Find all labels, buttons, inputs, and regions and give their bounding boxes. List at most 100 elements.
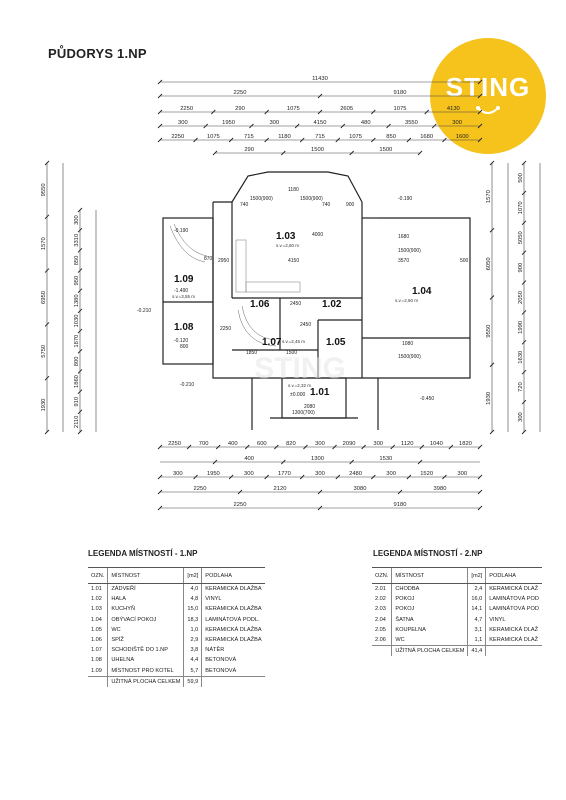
dimension-label: 3550 bbox=[405, 120, 418, 126]
dimension-label: 1950 bbox=[222, 120, 235, 126]
dimension-label: 3980 bbox=[434, 486, 447, 492]
dimension-tick bbox=[157, 137, 163, 143]
legend-cell-area: 1,1 bbox=[467, 634, 486, 646]
dimension-label: 1680 bbox=[420, 134, 433, 140]
legend-cell-floor: KERAMICKÁ DLAŽ bbox=[485, 624, 542, 635]
dimension-label: 11430 bbox=[312, 76, 328, 82]
dimension-tick bbox=[77, 429, 83, 435]
dimension-label: 910 bbox=[74, 397, 80, 407]
legend-cell-floor: LAMINÁTOVÁ POD bbox=[485, 604, 542, 615]
dimension-tick bbox=[317, 505, 323, 511]
dimension-ticks bbox=[44, 79, 527, 511]
dimension-tick bbox=[44, 160, 50, 166]
dimension-tick bbox=[349, 150, 354, 156]
dimension-label: 300 bbox=[244, 471, 254, 477]
dimension-tick bbox=[489, 295, 495, 300]
dimension-label: 1530 bbox=[379, 456, 392, 462]
dimension-label: 9180 bbox=[394, 502, 407, 508]
legend-cell-floor: VINYL bbox=[201, 594, 265, 605]
legend-cell-area: 4,4 bbox=[183, 655, 202, 666]
legend-cell-area: 18,3 bbox=[183, 614, 202, 625]
legend-cell-id: 1.04 bbox=[91, 616, 102, 623]
room-label-1.02: 1.02 bbox=[322, 299, 342, 310]
smile-icon bbox=[476, 106, 500, 114]
dimension-tick bbox=[335, 137, 341, 143]
legend-cell-id: 1.01 bbox=[91, 586, 102, 593]
dimension-label: 480 bbox=[361, 120, 371, 126]
dimension-tick bbox=[489, 362, 495, 368]
dimension-label: 1040 bbox=[430, 441, 443, 447]
legend-cell-id: 1.08 bbox=[91, 657, 102, 664]
dimension-label: 300 bbox=[173, 471, 183, 477]
legend-1np-title: LEGENDA MÍSTNOSTÍ - 1.NP bbox=[88, 549, 198, 558]
dimension-tick bbox=[431, 123, 437, 129]
dimension-label: 1630 bbox=[518, 351, 524, 364]
legend-1np-header-room: MÍSTNOST bbox=[107, 567, 184, 584]
room-label-1.07: 1.07 bbox=[262, 337, 282, 348]
legend-cell-area: 1,0 bbox=[183, 624, 202, 635]
dimension-tick bbox=[371, 109, 376, 115]
dimension-tick bbox=[521, 190, 527, 196]
dimension-label: 2250 bbox=[194, 486, 207, 492]
dimension-tick bbox=[264, 474, 269, 480]
dimension-tick bbox=[157, 109, 163, 115]
plan-annotation: 1500(900) bbox=[300, 196, 323, 202]
dimension-tick bbox=[264, 109, 269, 115]
plan-annotation: 900 bbox=[346, 202, 355, 208]
dimension-tick bbox=[157, 489, 163, 495]
dimension-label: 1070 bbox=[518, 201, 524, 214]
legend-cell-area: 5,7 bbox=[183, 665, 202, 677]
stair-lines bbox=[169, 223, 277, 347]
dimension-tick bbox=[489, 227, 495, 233]
dimension-tick bbox=[317, 489, 323, 495]
room-height-1.01: s.v.=2,32 m bbox=[288, 383, 311, 388]
legend-cell-id: 2.02 bbox=[375, 596, 386, 603]
dimension-label: 9180 bbox=[394, 90, 407, 96]
plan-annotation: 4150 bbox=[288, 258, 299, 264]
plan-annotation: 870 bbox=[204, 256, 213, 262]
legend-cell-room: OBÝVACÍ POKOJ bbox=[107, 614, 184, 625]
legend-cell-floor: KERAMICKÁ DLAŽ bbox=[485, 583, 542, 595]
plan-annotation: 1500(900) bbox=[398, 248, 421, 254]
dimension-tick bbox=[477, 505, 483, 511]
legend-cell-id: 1.02 bbox=[91, 596, 102, 603]
dimension-tick bbox=[77, 328, 83, 334]
plan-annotation: -0.190 bbox=[174, 228, 188, 234]
dimension-tick bbox=[521, 280, 527, 285]
dimension-tick bbox=[228, 474, 234, 480]
plan-annotation: 4000 bbox=[312, 232, 323, 238]
legend-total-spacer bbox=[88, 675, 108, 687]
dimension-label: 800 bbox=[74, 357, 80, 367]
dimension-tick bbox=[77, 248, 83, 253]
dimension-label: 1860 bbox=[74, 375, 80, 388]
dimension-label: 290 bbox=[244, 147, 254, 153]
legend-cell-id: 1.06 bbox=[91, 637, 102, 644]
plan-annotation: 1080 bbox=[402, 341, 413, 347]
dimension-tick bbox=[44, 322, 50, 327]
dimension-label: 720 bbox=[518, 382, 524, 392]
legend-cell-room: POKOJ bbox=[391, 594, 468, 605]
dimension-label: 1075 bbox=[287, 106, 300, 112]
dimension-tick bbox=[77, 288, 83, 294]
legend-total-label: UŽITNÁ PLOCHA CELKEM bbox=[391, 645, 468, 657]
room-height-1.04: s.v.=2,60 m bbox=[395, 298, 418, 303]
dimension-label: 900 bbox=[518, 263, 524, 273]
dimension-tick bbox=[212, 150, 218, 156]
dimension-label: 1380 bbox=[74, 294, 80, 307]
dimension-tick bbox=[317, 93, 323, 99]
legend-cell-room: SPÍŽ bbox=[107, 634, 184, 646]
legend-cell-room: UHELNA bbox=[107, 655, 184, 666]
dimension-tick bbox=[390, 444, 396, 450]
dimension-tick bbox=[249, 123, 254, 129]
dimension-tick bbox=[397, 489, 403, 495]
plan-annotation: 3570 bbox=[398, 258, 409, 264]
dimension-label: 4150 bbox=[314, 120, 327, 126]
